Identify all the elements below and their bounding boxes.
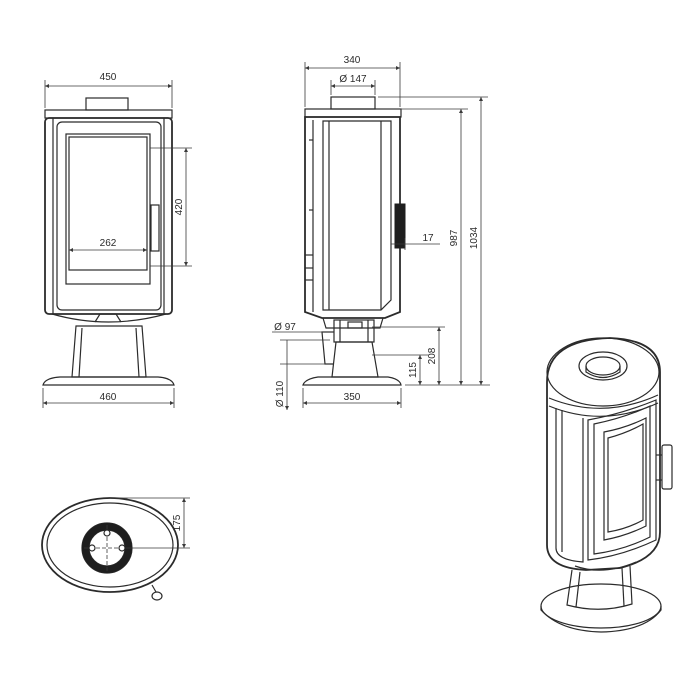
perspective-base-plate [540,583,662,629]
perspective-glass [603,417,647,541]
dim-side-height-208: 208 [427,347,438,364]
side-door-handle [394,203,406,249]
side-top-cap [304,108,402,118]
side-door-panel [322,120,392,311]
dim-side-flue-height: 987 [449,229,460,246]
top-handle [151,584,157,593]
side-body [304,116,401,319]
front-lower-collar [51,313,167,323]
dim-front-glass-height: 420 [174,198,185,215]
dim-side-total-height: 1034 [469,226,480,249]
perspective-handle [661,444,673,490]
side-pedestal [331,341,379,378]
front-view: 450 420 262 460 [42,72,192,408]
dim-front-base-width: 460 [100,392,117,403]
front-pedestal [71,325,147,378]
perspective-pedestal [566,565,633,610]
dim-top-offset: 175 [172,514,183,531]
dim-front-glass-width: 262 [100,238,117,249]
perspective-body [546,337,661,571]
perspective-door [587,399,657,561]
top-view: 175 [41,497,190,601]
front-top-cap [44,109,173,119]
front-flue-collar [85,97,129,111]
front-body [44,117,173,315]
front-door-handle [150,204,160,252]
dim-side-flue-diameter: Ø 147 [339,74,367,85]
dim-side-height-115: 115 [408,362,419,378]
dim-side-depth: 340 [344,55,361,66]
perspective-view [540,337,673,633]
front-base-plate [42,376,175,386]
dim-front-width: 450 [100,72,117,83]
dim-side-handle-depth: 17 [422,233,434,244]
perspective-flue [578,351,628,381]
dim-side-air-inlet: Ø 97 [274,322,296,333]
perspective-top-face [546,337,660,407]
front-glass [65,133,151,285]
dim-side-air-inlet-lower: Ø 110 [275,380,286,407]
side-view: 340 Ø 147 17 987 1034 Ø 97 Ø 110 208 [272,55,490,410]
dim-side-base-depth: 350 [344,392,361,403]
side-base-plate [302,376,402,386]
side-air-pipe [321,331,334,365]
side-flue-collar [330,96,376,110]
front-door [56,121,162,311]
